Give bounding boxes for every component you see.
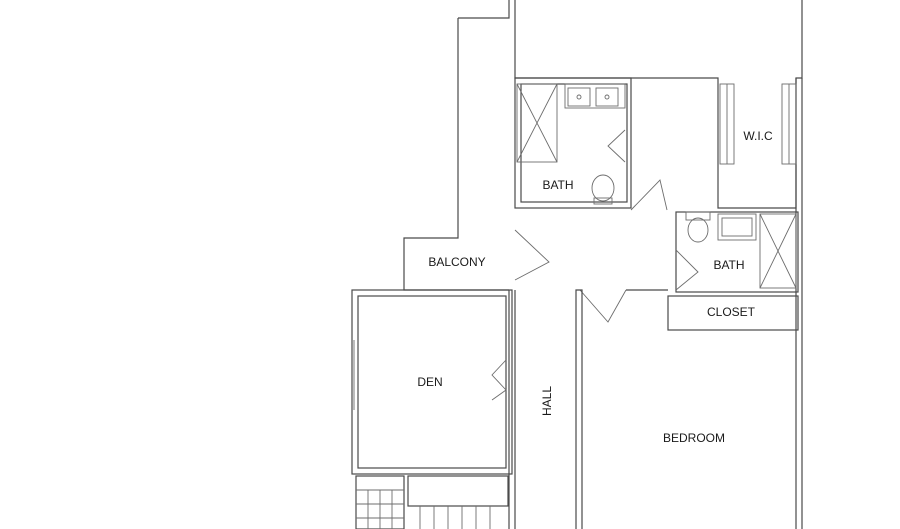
- wic-label: W.I.C: [743, 129, 773, 143]
- stairs: [355, 475, 509, 529]
- upper-bath-label: BATH: [542, 178, 573, 192]
- den-label: DEN: [417, 375, 442, 389]
- bedroom: [575, 289, 668, 529]
- closet-label: CLOSET: [707, 305, 756, 319]
- hall-walls: [508, 290, 516, 529]
- right-bath: [675, 211, 799, 293]
- walk-in-closet: [719, 83, 797, 165]
- den: [351, 289, 513, 475]
- closet: [667, 295, 799, 331]
- hall-label: HALL: [540, 386, 554, 416]
- upper-bath: [514, 77, 668, 211]
- right-bath-label: BATH: [713, 258, 744, 272]
- bedroom-label: BEDROOM: [663, 431, 725, 445]
- balcony-label: BALCONY: [428, 255, 485, 269]
- hall-doors: [514, 229, 627, 323]
